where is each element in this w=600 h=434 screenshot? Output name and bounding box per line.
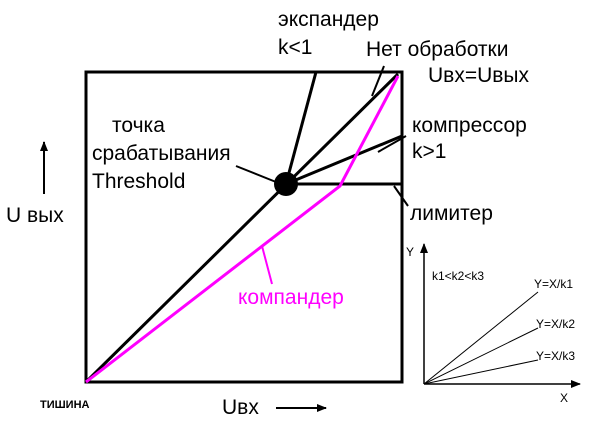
no-processing-line	[84, 72, 400, 384]
leader-compressor	[377, 135, 407, 153]
threshold-point	[274, 172, 298, 196]
no-processing-equation: Uвх=Uвых	[428, 64, 530, 87]
compressor-line	[285, 134, 403, 186]
inset-line-k1	[423, 291, 539, 385]
threshold-label-line2: срабатывания	[92, 142, 231, 165]
threshold-label-line3: Threshold	[92, 170, 185, 193]
inset-line1-label: Y=X/k1	[534, 277, 573, 291]
threshold-label-line1: точка	[112, 114, 165, 137]
leader-compander	[261, 245, 273, 285]
leader-limiter	[393, 185, 409, 207]
transfer-characteristic-frame	[84, 70, 404, 384]
compressor-label: компрессор	[412, 114, 527, 137]
no-processing-label: Нет обработки	[366, 38, 508, 61]
inset-line2-label: Y=X/k2	[536, 317, 575, 331]
inset-line-k2	[423, 327, 539, 385]
inset-line3-label: Y=X/k3	[536, 349, 575, 363]
expander-label: экспандер	[278, 8, 379, 31]
compander-curve	[85, 75, 400, 384]
compander-label: компандер	[238, 286, 344, 309]
inset-condition: k1<k2<k3	[432, 269, 484, 283]
inset-ratio-diagram: Y X k1<k2<k3 Y=X/k1 Y=X/k2 Y=X/k3	[406, 243, 581, 405]
expander-line	[284, 71, 318, 185]
compressor-k-label: k>1	[412, 140, 446, 163]
inset-line-k3	[423, 359, 539, 385]
inset-x-label: X	[560, 391, 568, 405]
leader-threshold	[235, 165, 277, 183]
limiter-label: лимитер	[410, 202, 493, 225]
silence-label: ТИШИНА	[40, 399, 90, 411]
u-in-label: Uвх	[222, 396, 259, 419]
leader-no-processing	[371, 65, 385, 97]
expander-k-label: k<1	[278, 36, 312, 59]
inset-y-label: Y	[406, 245, 414, 259]
u-out-label: U вых	[6, 204, 64, 227]
